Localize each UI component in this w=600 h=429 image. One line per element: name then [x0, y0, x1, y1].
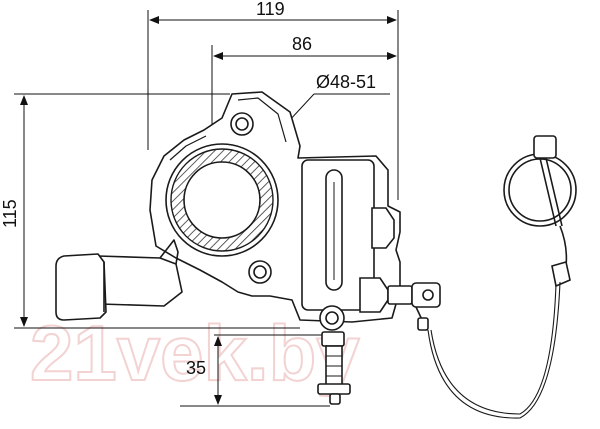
lanyard-cable — [427, 281, 561, 419]
lever-handle — [55, 239, 183, 321]
dim-115-label: 115 — [0, 199, 20, 228]
watermark-text: 21vek.by — [30, 309, 360, 397]
side-clips — [359, 207, 395, 313]
bottom-screw — [317, 305, 351, 405]
dim-86-label: 86 — [292, 34, 312, 54]
bottom-bolt — [248, 260, 272, 284]
safety-pin-ring — [503, 135, 577, 288]
spring-pin — [387, 282, 441, 331]
dim-35-label: 35 — [186, 358, 206, 378]
bore-ring — [165, 143, 279, 257]
top-bolt — [230, 112, 254, 136]
dimension-35 — [180, 334, 330, 407]
dimension-119 — [147, 10, 399, 200]
dim-119-label: 119 — [256, 0, 285, 19]
dim-bore-label: Ø48-51 — [316, 72, 376, 92]
dimension-115 — [14, 93, 300, 329]
